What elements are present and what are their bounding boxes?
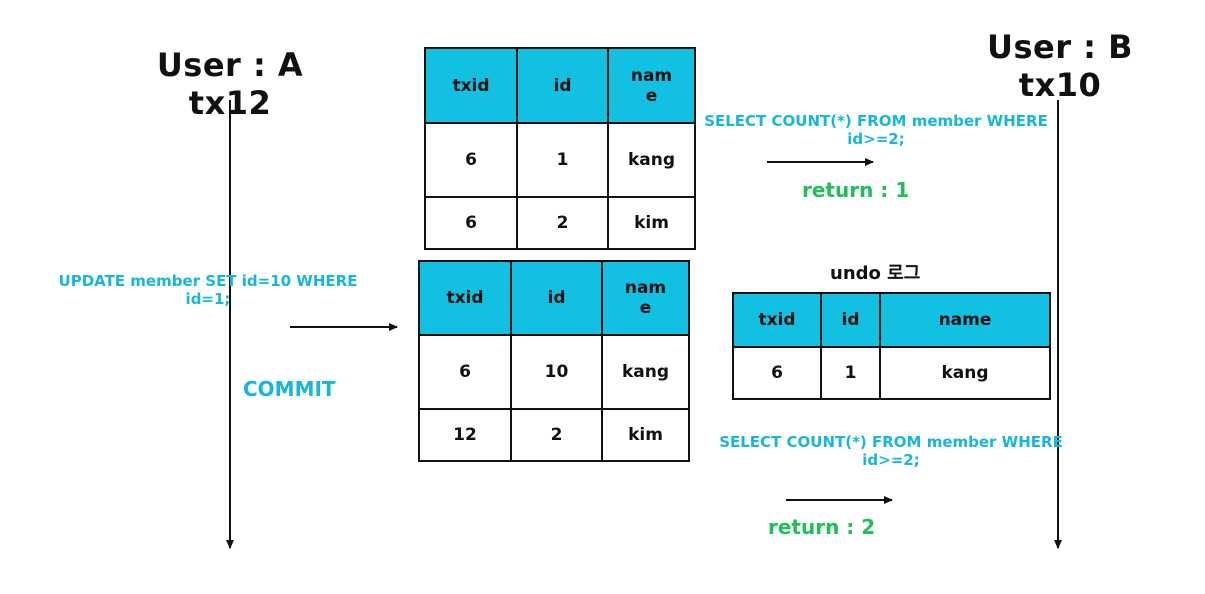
user-a-title: User : A	[156, 46, 304, 84]
header-cell: txid	[424, 47, 518, 124]
table-cell: 12	[418, 408, 512, 462]
table-cell: 6	[732, 346, 822, 400]
update-sql: UPDATE member SET id=10 WHERE id=1;	[18, 272, 398, 308]
select-sql-2-line1: SELECT COUNT(*) FROM member WHERE	[719, 433, 1063, 451]
header-cell: name	[879, 292, 1051, 348]
header-cell: nam e	[601, 260, 690, 336]
select-sql-1-line2: id>=2;	[847, 130, 905, 148]
member-table-before: txid id nam e 6 1 kang 6 2 kim	[424, 47, 696, 250]
header-cell: txid	[732, 292, 822, 348]
table-cell: kang	[607, 122, 696, 198]
header-cell: id	[820, 292, 881, 348]
table-cell: kim	[607, 196, 696, 250]
member-table-after: txid id nam e 6 10 kang 12 2 kim	[418, 260, 690, 462]
user-b-tx: tx10	[1018, 66, 1102, 104]
select-sql-1: SELECT COUNT(*) FROM member WHERE id>=2;	[700, 112, 1052, 148]
table-cell: 6	[424, 196, 518, 250]
table-header-row: txid id nam e	[418, 260, 690, 336]
undo-log-table: txid id name 6 1 kang	[732, 292, 1051, 400]
table-cell: kim	[601, 408, 690, 462]
table-row: 12 2 kim	[418, 408, 690, 462]
undo-log-title: undo 로그	[830, 263, 921, 284]
commit-label: COMMIT	[243, 377, 336, 401]
select-sql-1-line1: SELECT COUNT(*) FROM member WHERE	[704, 112, 1048, 130]
user-b-title: User : B	[987, 28, 1133, 66]
table-cell: 1	[516, 122, 609, 198]
header-cell: id	[510, 260, 603, 336]
table-cell: 6	[424, 122, 518, 198]
return-value-1: return : 1	[802, 178, 910, 202]
return-value-2: return : 2	[768, 515, 876, 539]
table-cell: kang	[879, 346, 1051, 400]
header-cell: nam e	[607, 47, 696, 124]
update-sql-line2: id=1;	[185, 290, 231, 308]
table-row: 6 1 kang	[424, 122, 696, 198]
table-row: 6 2 kim	[424, 196, 696, 250]
table-row: 6 10 kang	[418, 334, 690, 410]
update-sql-line1: UPDATE member SET id=10 WHERE	[58, 272, 358, 290]
table-cell: 6	[418, 334, 512, 410]
table-cell: 10	[510, 334, 603, 410]
user-a-label: User : A tx12	[130, 46, 330, 122]
user-b-label: User : B tx10	[960, 28, 1160, 104]
table-header-row: txid id name	[732, 292, 1051, 348]
select-sql-2: SELECT COUNT(*) FROM member WHERE id>=2;	[714, 433, 1068, 469]
table-cell: 1	[820, 346, 881, 400]
header-cell: txid	[418, 260, 512, 336]
header-cell: id	[516, 47, 609, 124]
select-sql-2-line2: id>=2;	[862, 451, 920, 469]
table-header-row: txid id nam e	[424, 47, 696, 124]
table-cell: 2	[510, 408, 603, 462]
table-cell: 2	[516, 196, 609, 250]
table-cell: kang	[601, 334, 690, 410]
table-row: 6 1 kang	[732, 346, 1051, 400]
user-a-tx: tx12	[188, 84, 272, 122]
